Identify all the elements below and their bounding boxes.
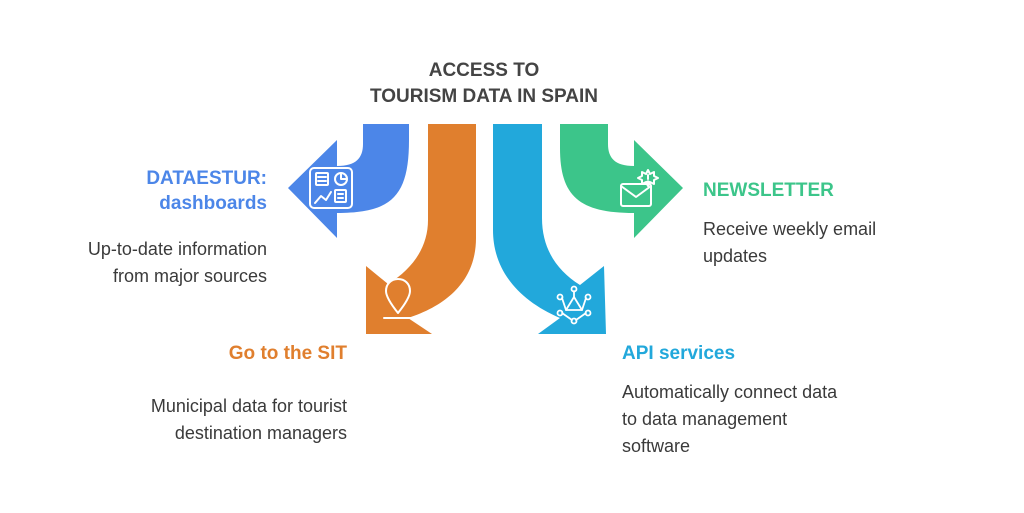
dataestur-description: Up-to-date information from major source… — [20, 236, 267, 290]
sit-description: Municipal data for tourist destination m… — [60, 393, 347, 447]
newsletter-desc-line2: updates — [703, 246, 768, 266]
dataestur-label-line2: dashboards — [159, 193, 267, 214]
sit-label-line1: Go to the SIT — [228, 343, 347, 364]
title-line-1: ACCESS TO — [428, 60, 540, 81]
title-line-2: TOURISM DATA IN SPAIN — [370, 86, 598, 107]
dashboard-icon — [309, 167, 353, 209]
sit-label: Go to the SIT — [150, 341, 347, 366]
api-label-line1: API services — [622, 343, 736, 364]
newsletter-description: Receive weekly email updates — [703, 216, 1003, 270]
api-desc-line2: to data management — [622, 409, 788, 429]
newsletter-label-line1: NEWSLETTER — [703, 180, 834, 201]
newsletter-label: NEWSLETTER — [703, 178, 1003, 203]
orange-arrow — [366, 124, 476, 334]
sit-desc-line2: destination managers — [174, 423, 347, 443]
location-pin-icon — [383, 278, 413, 319]
sit-desc-line1: Municipal data for tourist — [150, 396, 347, 416]
api-description: Automatically connect data to data manag… — [622, 379, 942, 460]
green-arrow — [560, 124, 683, 238]
api-desc-line1: Automatically connect data — [622, 382, 838, 402]
dataestur-desc-line2: from major sources — [112, 266, 267, 286]
dataestur-label: DATAESTUR: dashboards — [60, 166, 267, 216]
newsletter-desc-line1: Receive weekly email — [703, 219, 877, 239]
network-icon — [556, 285, 592, 325]
api-desc-line3: software — [622, 436, 691, 456]
api-label: API services — [622, 341, 922, 366]
cyan-arrow — [493, 124, 606, 334]
dataestur-label-line1: DATAESTUR: — [146, 168, 267, 189]
email-alert-icon — [620, 169, 659, 207]
dataestur-desc-line1: Up-to-date information — [87, 239, 267, 259]
diagram-title: ACCESS TO TOURISM DATA IN SPAIN — [0, 58, 968, 110]
blue-arrow — [288, 124, 409, 238]
